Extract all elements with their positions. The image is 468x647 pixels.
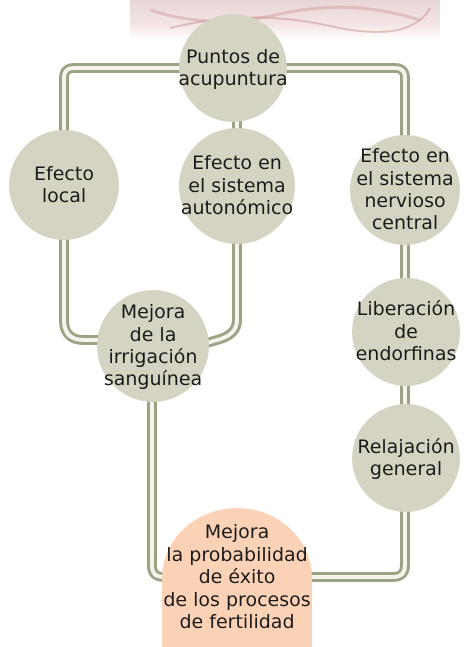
node-label: Liberación de endorfinas [355, 298, 457, 366]
node-label: Efecto local [34, 162, 94, 207]
node-acupuncture-points: Puntos de acupuntura [178, 14, 288, 122]
node-label: Puntos de acupuntura [178, 45, 288, 90]
node-label: Mejora de la irrigación sanguínea [103, 301, 203, 391]
node-label: Efecto en el sistema nervioso central [356, 145, 454, 235]
node-label: Mejora la probabilidad de éxito de los p… [163, 521, 311, 634]
node-cns-effect: Efecto en el sistema nervioso central [350, 135, 460, 245]
node-blood-flow: Mejora de la irrigación sanguínea [97, 290, 209, 402]
node-label: Efecto en el sistema autonómico [180, 152, 294, 220]
node-local-effect: Efecto local [9, 130, 119, 240]
node-autonomic-effect: Efecto en el sistema autonómico [179, 128, 295, 244]
node-endorphins: Liberación de endorfinas [352, 278, 460, 386]
node-label: Relajación general [357, 435, 455, 480]
header-decoration [130, 0, 440, 40]
node-relaxation: Relajación general [352, 404, 460, 512]
node-fertility-outcome: Mejora la probabilidad de éxito de los p… [162, 508, 312, 647]
